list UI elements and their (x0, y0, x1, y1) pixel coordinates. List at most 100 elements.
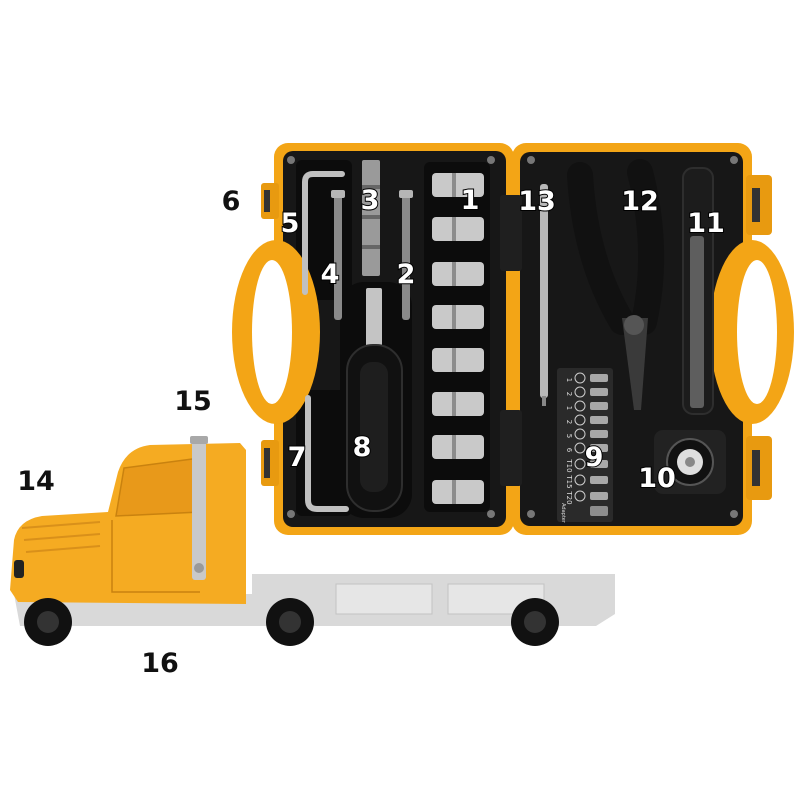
truck-door-line (111, 520, 200, 593)
case-right-handle-hole (737, 260, 777, 404)
socket-band (452, 173, 456, 197)
socket (432, 173, 484, 197)
precision-screwdriver-left-cap (331, 190, 345, 198)
precision-screwdriver-left (334, 194, 342, 320)
tape-measure (654, 430, 726, 494)
socket (432, 217, 484, 241)
callout-14: 14 (17, 466, 55, 497)
bit-adapter (590, 506, 608, 516)
truck-exhaust-cap (190, 436, 208, 444)
case-latch-slit (752, 450, 760, 486)
screw (287, 510, 295, 518)
bit (590, 388, 608, 396)
bit (590, 492, 608, 500)
callout-10: 10 (638, 463, 676, 494)
callout-7: 7 (288, 442, 307, 473)
callout-13: 13 (518, 186, 556, 217)
bit (590, 430, 608, 438)
bit (590, 444, 608, 452)
bit (590, 476, 608, 484)
bit-size-label: T10 (565, 458, 573, 472)
bit (590, 374, 608, 382)
truck-flatbed-panel (335, 583, 433, 615)
truck-cab-window (115, 457, 201, 517)
case-clip-slit (264, 448, 270, 478)
screw (730, 156, 738, 164)
case-clip-slit (264, 190, 270, 212)
truck-exhaust-bolt (194, 563, 204, 573)
socket-band (452, 435, 456, 459)
bit-size-label: 2 (565, 420, 573, 424)
bit-symbol-icon (574, 386, 586, 398)
long-nose-pliers (567, 159, 665, 410)
callout-3: 3 (361, 185, 380, 216)
socket-band (452, 348, 456, 372)
bit-symbol-icon (574, 400, 586, 412)
bit-size-label: 6 (565, 448, 573, 453)
bit-holder: 1 2 1 2 5 6 T10 T15 T20 Adapter (557, 368, 613, 524)
callout-11: 11 (687, 208, 725, 239)
precision-screwdriver-right-cap (399, 190, 413, 198)
bit-symbol-icon (574, 474, 586, 486)
utility-knife-blade-track (690, 236, 704, 408)
case-hinge (500, 410, 522, 486)
bit (590, 416, 608, 424)
long-screwdriver (540, 184, 548, 398)
socket-band (452, 262, 456, 286)
socket-band (452, 305, 456, 329)
callout-15: 15 (174, 386, 212, 417)
bit (590, 402, 608, 410)
pliers-pivot (624, 315, 644, 335)
screw (287, 156, 295, 164)
case-left-half (232, 143, 514, 535)
screw (730, 510, 738, 518)
socket-band (452, 480, 456, 504)
long-screwdriver-tip (542, 396, 546, 406)
truck-wheel-rim (279, 611, 301, 633)
tape-measure-hub (685, 457, 695, 467)
case-left-handle-hole (252, 260, 292, 404)
callout-1: 1 (461, 185, 480, 216)
socket-band (452, 392, 456, 416)
bit-size-label: T20 (565, 490, 573, 504)
hex-key-large (305, 395, 349, 512)
socket (432, 392, 484, 416)
screwdriver-shaft (366, 288, 382, 352)
bit (590, 460, 608, 468)
bit-size-label: 1 (565, 406, 573, 410)
bit-size-label: T15 (565, 474, 573, 488)
socket (432, 480, 484, 504)
bit-symbol-icon (574, 372, 586, 384)
bit-adapter-label: Adapter (560, 503, 566, 524)
case-latch-slit (752, 188, 760, 222)
pliers-jaw (622, 318, 648, 410)
screwdriver-grip (360, 362, 388, 492)
pliers-handle-right (627, 159, 665, 335)
callout-6: 6 (222, 186, 241, 217)
bit-stack-band (362, 215, 380, 219)
screw (527, 156, 535, 164)
case-hinge (500, 195, 522, 271)
screw (487, 510, 495, 518)
callout-2: 2 (397, 259, 416, 290)
truck-wheel-rim (524, 611, 546, 633)
bit-stack-band (362, 185, 380, 189)
truck-exhaust-stack (192, 440, 206, 580)
bit-symbol-icon (574, 458, 586, 470)
truck-hood-grille (21, 521, 101, 553)
truck-headlight (14, 560, 24, 578)
pliers-handle-left (567, 162, 635, 335)
precision-screwdriver-right (402, 194, 410, 320)
socket (432, 262, 484, 286)
bit-symbol-icon (574, 490, 586, 502)
bit-size-label: 5 (565, 434, 573, 438)
hex-key-small (302, 171, 345, 295)
bit-symbol-icon (574, 428, 586, 440)
bit-symbol-icon (574, 442, 586, 454)
callout-16: 16 (141, 648, 179, 679)
truck (10, 436, 615, 646)
callout-9: 9 (585, 442, 604, 473)
socket (432, 348, 484, 372)
socket-set (432, 173, 484, 504)
